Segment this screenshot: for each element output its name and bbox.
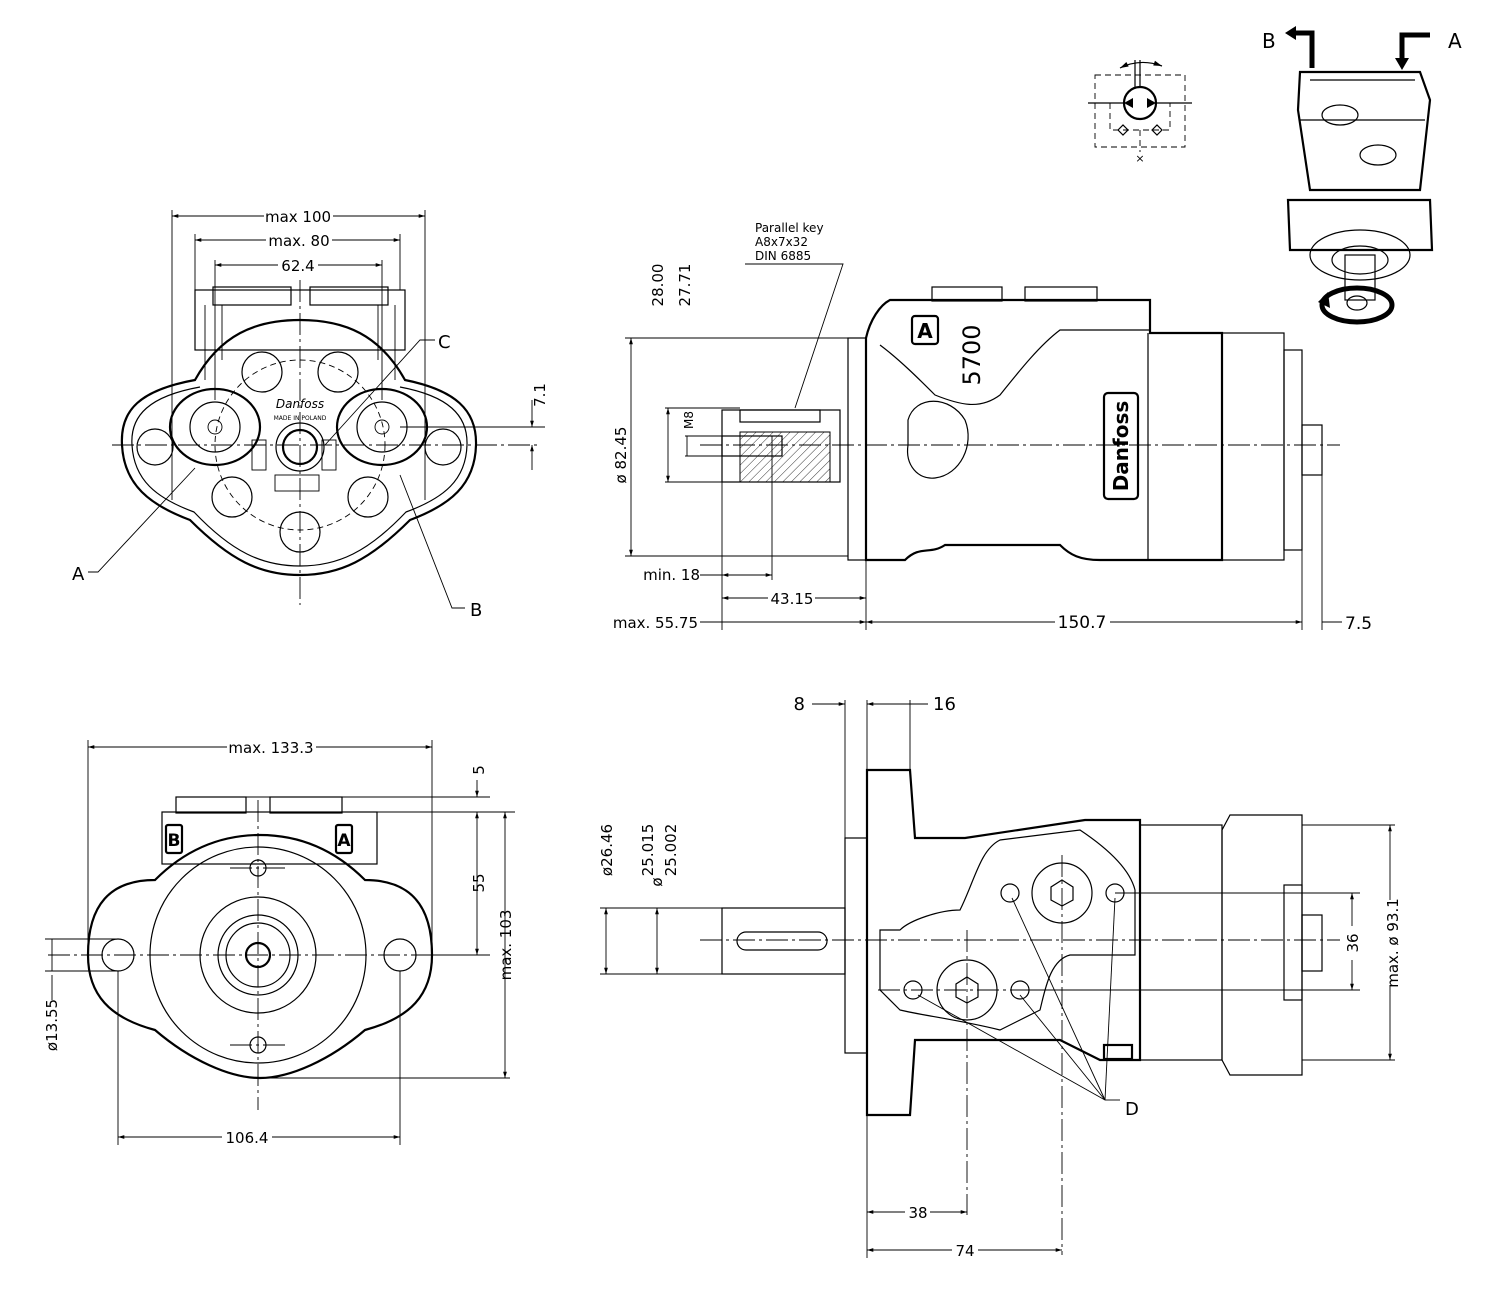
dim-side-max55-75: max. 55.75: [613, 614, 698, 632]
brand-plate: Danfoss: [1109, 401, 1133, 492]
mount-view: B A max. 133.3 5 55 max. 103: [43, 739, 515, 1147]
top-view: D 8 16 ø26.46 ø 25.015 25.002 36 max. ø …: [598, 694, 1402, 1260]
mount-port-a-tag: A: [337, 831, 351, 851]
dim-top-8: 8: [794, 694, 805, 715]
barcode-left: [251, 439, 267, 471]
dim-bottom-5: 5: [470, 765, 488, 775]
mount-port-b-tag: B: [168, 831, 181, 851]
port-b-label: B: [470, 600, 482, 621]
dim-front-7-1: 7.1: [531, 383, 549, 407]
port-c-label: C: [438, 332, 451, 353]
dim-bottom-dia13-55: ø13.55: [43, 999, 61, 1051]
dim-side-dia82-45: ø 82.45: [612, 427, 630, 484]
dim-top-38: 38: [908, 1204, 927, 1222]
dim-bottom-55: 55: [470, 873, 488, 892]
iso-port-a-label: A: [1448, 29, 1462, 53]
side-port-a-tag: A: [917, 319, 933, 343]
side-view: A 5700 Danfoss Parallel key A8x7x32 DIN …: [612, 221, 1372, 634]
dim-bottom-max133-3: max. 133.3: [228, 739, 313, 757]
dim-front-max100: max 100: [265, 208, 331, 226]
hydraulic-symbol: ×: [1088, 60, 1192, 165]
dim-side-150-7: 150.7: [1058, 613, 1107, 633]
dim-bottom-max103: max. 103: [497, 910, 515, 981]
flow-out-arrow: [1285, 26, 1296, 40]
front-view: Danfoss MADE IN POLAND A B C max 100 max…: [72, 208, 549, 621]
dim-side-28-00: 28.00: [649, 264, 667, 307]
model-number: 5700: [958, 324, 986, 385]
dim-top-25-002: 25.002: [662, 824, 680, 877]
dim-top-25-015: 25.015: [639, 824, 657, 877]
port-d-label: D: [1125, 1099, 1139, 1120]
key-callout-line1: Parallel key: [755, 221, 824, 235]
dim-side-7-5: 7.5: [1345, 614, 1372, 634]
brand-mark-small: Danfoss: [276, 397, 324, 411]
iso-port-b-label: B: [1262, 29, 1276, 53]
dim-side-43-15: 43.15: [771, 590, 814, 608]
flow-in-arrow: [1395, 58, 1409, 70]
drain-mark: ×: [1135, 152, 1144, 165]
dim-top-dia-symbol: ø: [648, 877, 666, 886]
dim-bottom-106-4: 106.4: [226, 1129, 269, 1147]
dim-top-max93-1: max. ø 93.1: [1384, 898, 1402, 988]
dim-front-max80: max. 80: [268, 232, 329, 250]
dim-front-62-4: 62.4: [281, 257, 314, 275]
dim-side-min18: min. 18: [643, 566, 700, 584]
key-callout-line3: DIN 6885: [755, 249, 811, 263]
dim-top-dia26-46: ø26.46: [598, 824, 616, 876]
dim-top-74: 74: [955, 1242, 974, 1260]
thread-label: M8: [682, 411, 696, 429]
dim-top-16: 16: [933, 694, 956, 715]
key-callout-line2: A8x7x32: [755, 235, 808, 249]
dim-side-27-71: 27.71: [676, 264, 694, 307]
dim-top-36: 36: [1344, 933, 1362, 952]
isometric-view: B A: [1262, 26, 1462, 325]
qr-code: [274, 474, 320, 492]
port-a-label: A: [72, 564, 85, 585]
